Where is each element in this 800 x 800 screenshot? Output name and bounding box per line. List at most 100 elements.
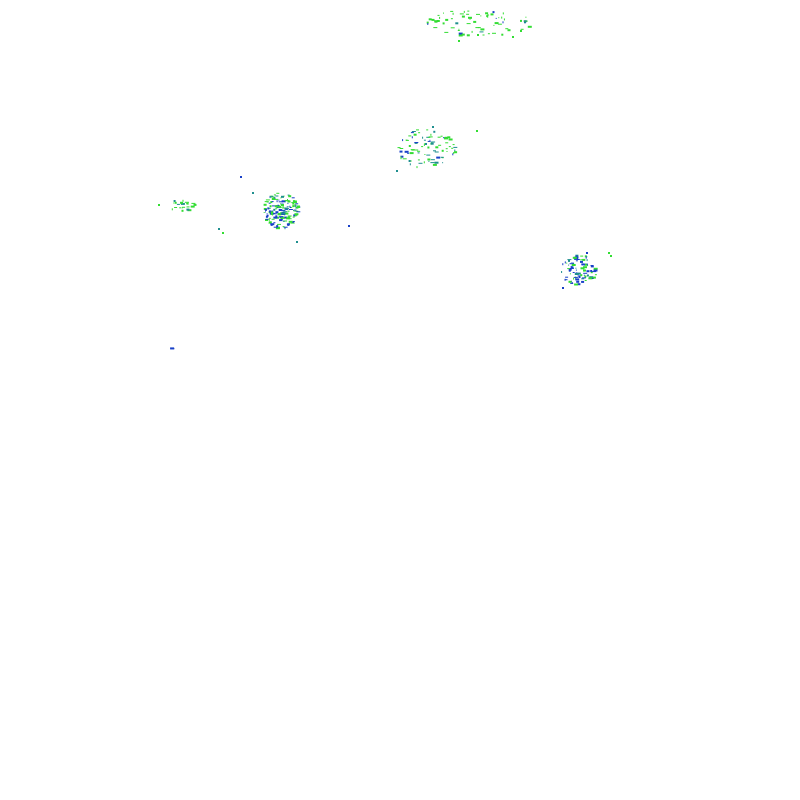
radar-echo-pixel [586,259,588,262]
radar-echo-pixel [576,259,580,260]
radar-echo-pixel [280,216,285,219]
radar-echo-pixel [479,31,484,33]
radar-echo-pixel [580,255,584,257]
radar-echo-pixel [584,280,587,281]
radar-echo-pixel [295,203,299,205]
radar-echo-pixel [568,269,571,272]
radar-echo-pixel [271,211,274,214]
radar-echo-pixel [453,146,458,148]
radar-echo-pixel [186,202,189,204]
radar-echo-pixel [493,24,495,26]
radar-echo-pixel [268,210,271,213]
radar-echo-pixel [294,210,299,212]
radar-echo-pixel [268,202,271,204]
radar-echo-pixel [576,280,580,283]
radar-echo-pixel [399,150,403,153]
radar-echo-pixel [396,170,398,172]
radar-echo-pixel [276,226,280,229]
radar-echo-pixel [265,218,269,220]
radar-echo-pixel [475,27,480,29]
radar-echo-pixel [268,221,272,224]
radar-echo-pixel [594,274,597,276]
radar-echo-pixel [284,208,286,210]
radar-echo-pixel [520,19,522,22]
radar-echo-pixel [584,275,587,278]
radar-echo-pixel [291,202,295,204]
radar-echo-pixel [575,267,577,269]
radar-echo-pixel [190,205,195,208]
radar-echo-pixel [417,152,420,154]
radar-echo-pixel [399,148,401,149]
radar-echo-pixel [444,31,449,33]
radar-echo-pixel [268,218,270,221]
radar-echo-pixel [423,161,425,164]
radar-echo-pixel [292,221,295,222]
radar-echo-pixel [448,146,451,148]
radar-echo-pixel [294,203,296,206]
radar-echo-pixel [158,204,160,206]
radar-echo-pixel [293,209,297,211]
radar-echo-pixel [566,262,568,264]
radar-echo-pixel [568,259,570,262]
radar-echo-pixel [581,263,583,265]
radar-echo-pixel [430,142,434,145]
radar-echo-pixel [572,272,575,273]
radar-echo-pixel [450,10,454,12]
radar-echo-pixel [269,205,272,208]
radar-echo-pixel [480,28,485,31]
radar-echo-pixel [288,220,293,223]
radar-echo-pixel [414,142,419,143]
radar-echo-pixel [186,206,190,208]
radar-echo-pixel [271,198,275,200]
radar-echo-pixel [593,269,598,272]
radar-echo-pixel [240,176,242,178]
radar-echo-pixel [411,131,416,132]
radar-echo-pixel [193,203,197,206]
radar-echo-pixel [282,205,284,208]
radar-echo-pixel [287,216,291,218]
radar-echo-pixel [276,225,279,228]
radar-echo-pixel [414,142,418,144]
radar-echo-pixel [264,208,267,211]
radar-echo-pixel [417,150,421,152]
radar-echo-pixel [583,272,588,274]
radar-echo-pixel [427,158,431,161]
radar-echo-pixel [280,203,281,205]
radar-echo-pixel [564,279,568,281]
radar-echo-pixel [433,27,438,29]
radar-echo-pixel [292,205,295,208]
radar-echo-pixel [571,264,576,266]
radar-echo-pixel [581,277,586,279]
radar-echo-pixel [574,273,579,275]
echo-cluster-center-north [397,129,458,169]
radar-echo-pixel [402,158,407,160]
radar-echo-pixel [457,30,460,31]
radar-echo-pixel [476,13,480,15]
radar-echo-pixel [416,166,418,169]
radar-echo-pixel [580,259,584,261]
radar-echo-pixel [581,278,585,280]
radar-echo-pixel [418,162,423,164]
radar-echo-pixel [577,283,581,286]
radar-echo-pixel [191,202,196,204]
radar-echo-pixel [467,10,470,12]
radar-echo-pixel [503,18,505,21]
radar-echo-pixel [578,276,581,278]
radar-echo-pixel [286,206,289,208]
radar-echo-pixel [590,270,593,272]
radar-echo-pixel [265,219,268,221]
radar-echo-pixel [271,213,272,215]
radar-echo-pixel [276,226,279,228]
radar-echo-pixel [273,222,276,224]
radar-echo-pixel [581,280,585,283]
radar-echo-pixel [263,212,265,213]
radar-echo-pixel [279,209,283,211]
radar-echo-pixel [458,28,460,30]
radar-echo-pixel [581,263,585,266]
radar-echo-pixel [453,152,455,154]
radar-echo-pixel [405,139,408,141]
radar-echo-pixel [587,265,589,267]
radar-echo-pixel [425,143,427,145]
radar-echo-pixel [427,146,430,149]
